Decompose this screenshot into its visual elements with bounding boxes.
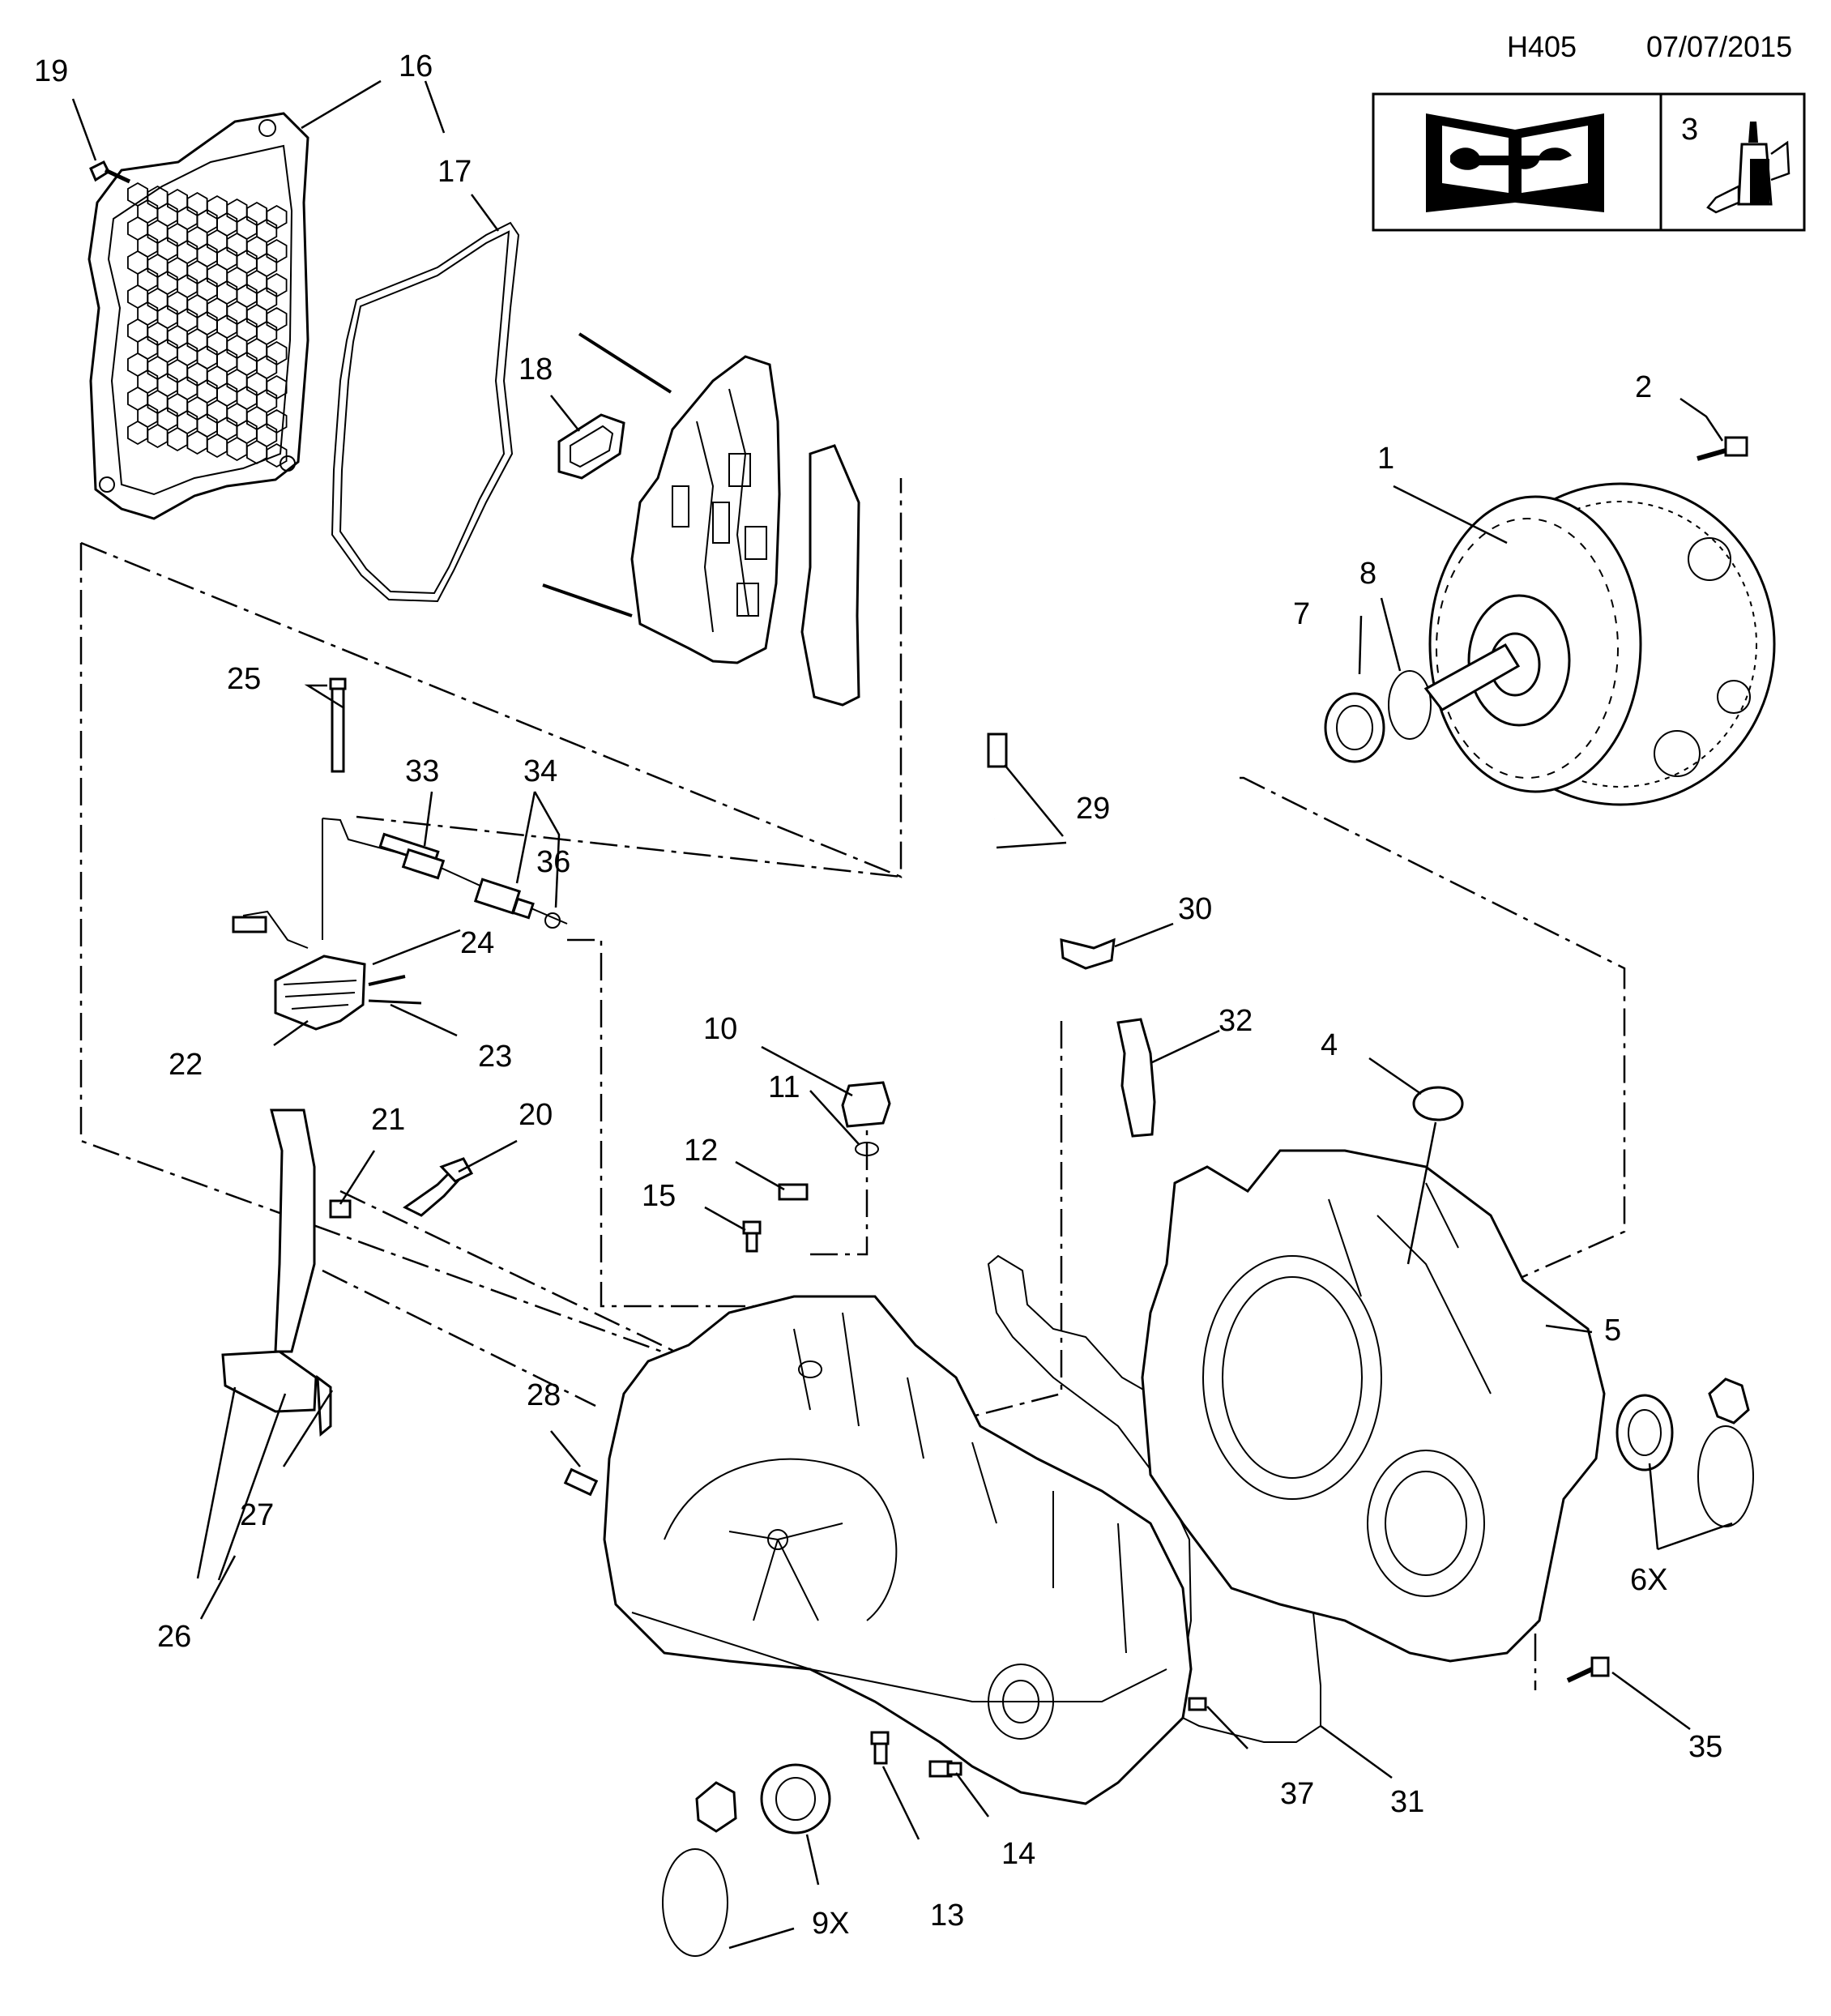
callout-28: 28 — [527, 1378, 561, 1412]
valve-body — [542, 332, 781, 664]
callout-18: 18 — [519, 352, 553, 387]
wiring-harness-connector — [221, 1108, 332, 1437]
detent-lever-rod — [322, 818, 568, 940]
separator-plate — [800, 444, 860, 707]
valve-body-cover — [87, 112, 309, 520]
manual-valve-pin — [329, 677, 347, 773]
plug — [778, 1183, 809, 1201]
callout-15: 15 — [642, 1179, 676, 1213]
vent-hose — [860, 733, 1017, 1087]
callout-26: 26 — [157, 1620, 191, 1654]
callout-35: 35 — [1688, 1730, 1722, 1764]
callout-17: 17 — [437, 155, 472, 189]
sealant-tube-icon — [1706, 122, 1790, 214]
harness-bracket — [329, 1157, 474, 1219]
vent-fitting — [841, 1081, 891, 1156]
callout-8: 8 — [1359, 557, 1376, 591]
callout-37: 37 — [1280, 1777, 1314, 1811]
range-switch — [232, 910, 422, 1031]
case-dowel — [1188, 1697, 1207, 1711]
callout-4: 4 — [1321, 1028, 1338, 1062]
callout-14: 14 — [1001, 1837, 1035, 1871]
fill-plug — [928, 1760, 962, 1778]
workshop-manual-icon — [1426, 113, 1604, 212]
diagram-date: 07/07/2015 — [1646, 30, 1792, 63]
drain-plug — [870, 1731, 890, 1765]
callout-12: 12 — [684, 1134, 718, 1168]
assembly-guide-lines — [79, 478, 1626, 1690]
torque-converter — [1423, 482, 1776, 806]
retaining-ring-left — [662, 1781, 737, 1957]
callout-27: 27 — [240, 1498, 274, 1532]
cable-bracket — [1116, 1018, 1156, 1138]
transmission-case — [603, 1295, 1193, 1805]
legend-box: 3 — [1372, 92, 1806, 232]
callout-1: 1 — [1377, 442, 1394, 476]
callout-24: 24 — [460, 926, 494, 960]
callout-21: 21 — [371, 1103, 405, 1137]
part-callouts: 1 2 4 5 6X 7 8 9X 10 11 12 13 14 15 16 1… — [34, 49, 1722, 1941]
callout-32: 32 — [1219, 1004, 1253, 1038]
retaining-ring-right — [1697, 1377, 1754, 1527]
callout-30: 30 — [1178, 892, 1212, 926]
callout-19: 19 — [34, 54, 68, 88]
snap-ring — [1388, 670, 1432, 740]
housing-bolt — [1566, 1656, 1610, 1683]
callout-22: 22 — [169, 1048, 203, 1082]
callout-9x: 9X — [812, 1907, 849, 1941]
callout-34: 34 — [523, 754, 557, 788]
callout-16: 16 — [399, 49, 433, 83]
leader-lines — [71, 79, 1733, 1950]
diagram-code: H405 — [1507, 30, 1577, 63]
callout-6x: 6X — [1630, 1563, 1667, 1597]
plug-bolt — [742, 1220, 762, 1253]
callout-33: 33 — [405, 754, 439, 788]
sealant-number: 3 — [1681, 113, 1698, 147]
valve-body-gasket — [331, 221, 520, 603]
callout-10: 10 — [703, 1012, 737, 1046]
converter-housing — [1141, 1149, 1606, 1663]
axle-seal-right — [1615, 1394, 1674, 1471]
flexplate-bolt — [1697, 436, 1748, 461]
case-gasket — [987, 1254, 1321, 1743]
callout-36: 36 — [536, 845, 570, 879]
case-plug — [1412, 1086, 1464, 1121]
callout-2: 2 — [1635, 370, 1652, 404]
callout-7: 7 — [1293, 597, 1310, 631]
shift-shaft — [378, 832, 561, 929]
hose-clip — [1060, 938, 1116, 970]
callout-5: 5 — [1604, 1313, 1621, 1348]
dowel-pin — [563, 1467, 599, 1497]
cover-bolt — [89, 160, 131, 184]
input-shaft-seal — [1324, 692, 1385, 763]
callout-31: 31 — [1390, 1785, 1424, 1819]
valve-seal — [557, 413, 625, 480]
callout-29: 29 — [1076, 792, 1110, 826]
axle-seal-left — [760, 1763, 831, 1834]
callout-20: 20 — [519, 1098, 553, 1132]
callout-11: 11 — [768, 1070, 800, 1104]
callout-23: 23 — [478, 1040, 512, 1074]
callout-13: 13 — [930, 1899, 964, 1933]
callout-25: 25 — [227, 662, 261, 696]
